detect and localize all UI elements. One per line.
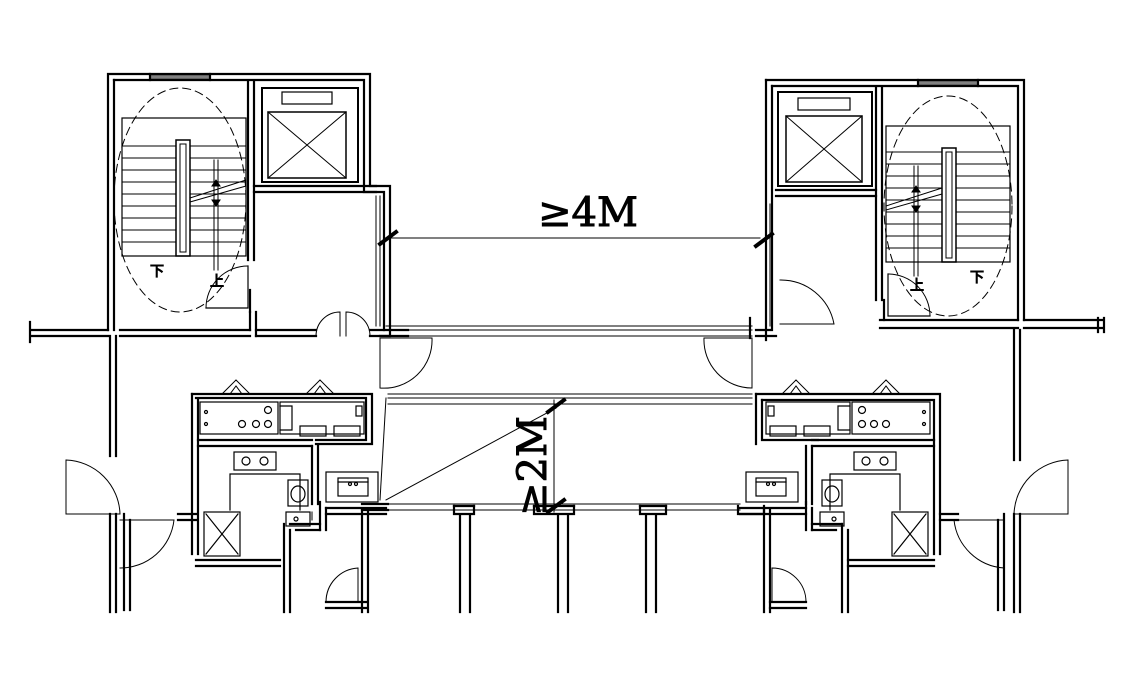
left-stair-down-label: 下: [150, 264, 164, 280]
right-stair: [883, 95, 1013, 317]
left-core-walls: [28, 72, 410, 344]
left-core: 下 上: [28, 72, 433, 389]
right-apartment: [738, 328, 1069, 614]
right-elevator: [777, 91, 873, 187]
left-apartment: [65, 334, 388, 614]
left-bathtub: [325, 471, 379, 503]
right-bathtub: [745, 471, 799, 503]
left-hob: [229, 451, 301, 511]
right-core: 上 下: [703, 78, 1106, 389]
left-stair-up-label: 上: [210, 274, 224, 290]
left-elevator: [261, 87, 359, 183]
left-core-double-door: [315, 311, 371, 337]
right-hob: [829, 451, 901, 511]
left-basin: [285, 479, 311, 527]
right-appliance: [891, 511, 929, 557]
passage-width-dimension: ≥2M: [510, 416, 556, 516]
right-stair-up-label: 上: [910, 278, 924, 294]
right-stair-down-label: 下: [970, 270, 984, 286]
right-basin: [819, 479, 845, 527]
lower-walls: [360, 502, 766, 614]
corridor-width-dimension: ≥4M: [538, 190, 638, 236]
left-stair: [113, 87, 249, 313]
left-appliance: [203, 511, 241, 557]
right-kitchen-counter: [765, 401, 931, 437]
left-kitchen-counter: [199, 401, 365, 437]
corridor: [377, 229, 775, 501]
